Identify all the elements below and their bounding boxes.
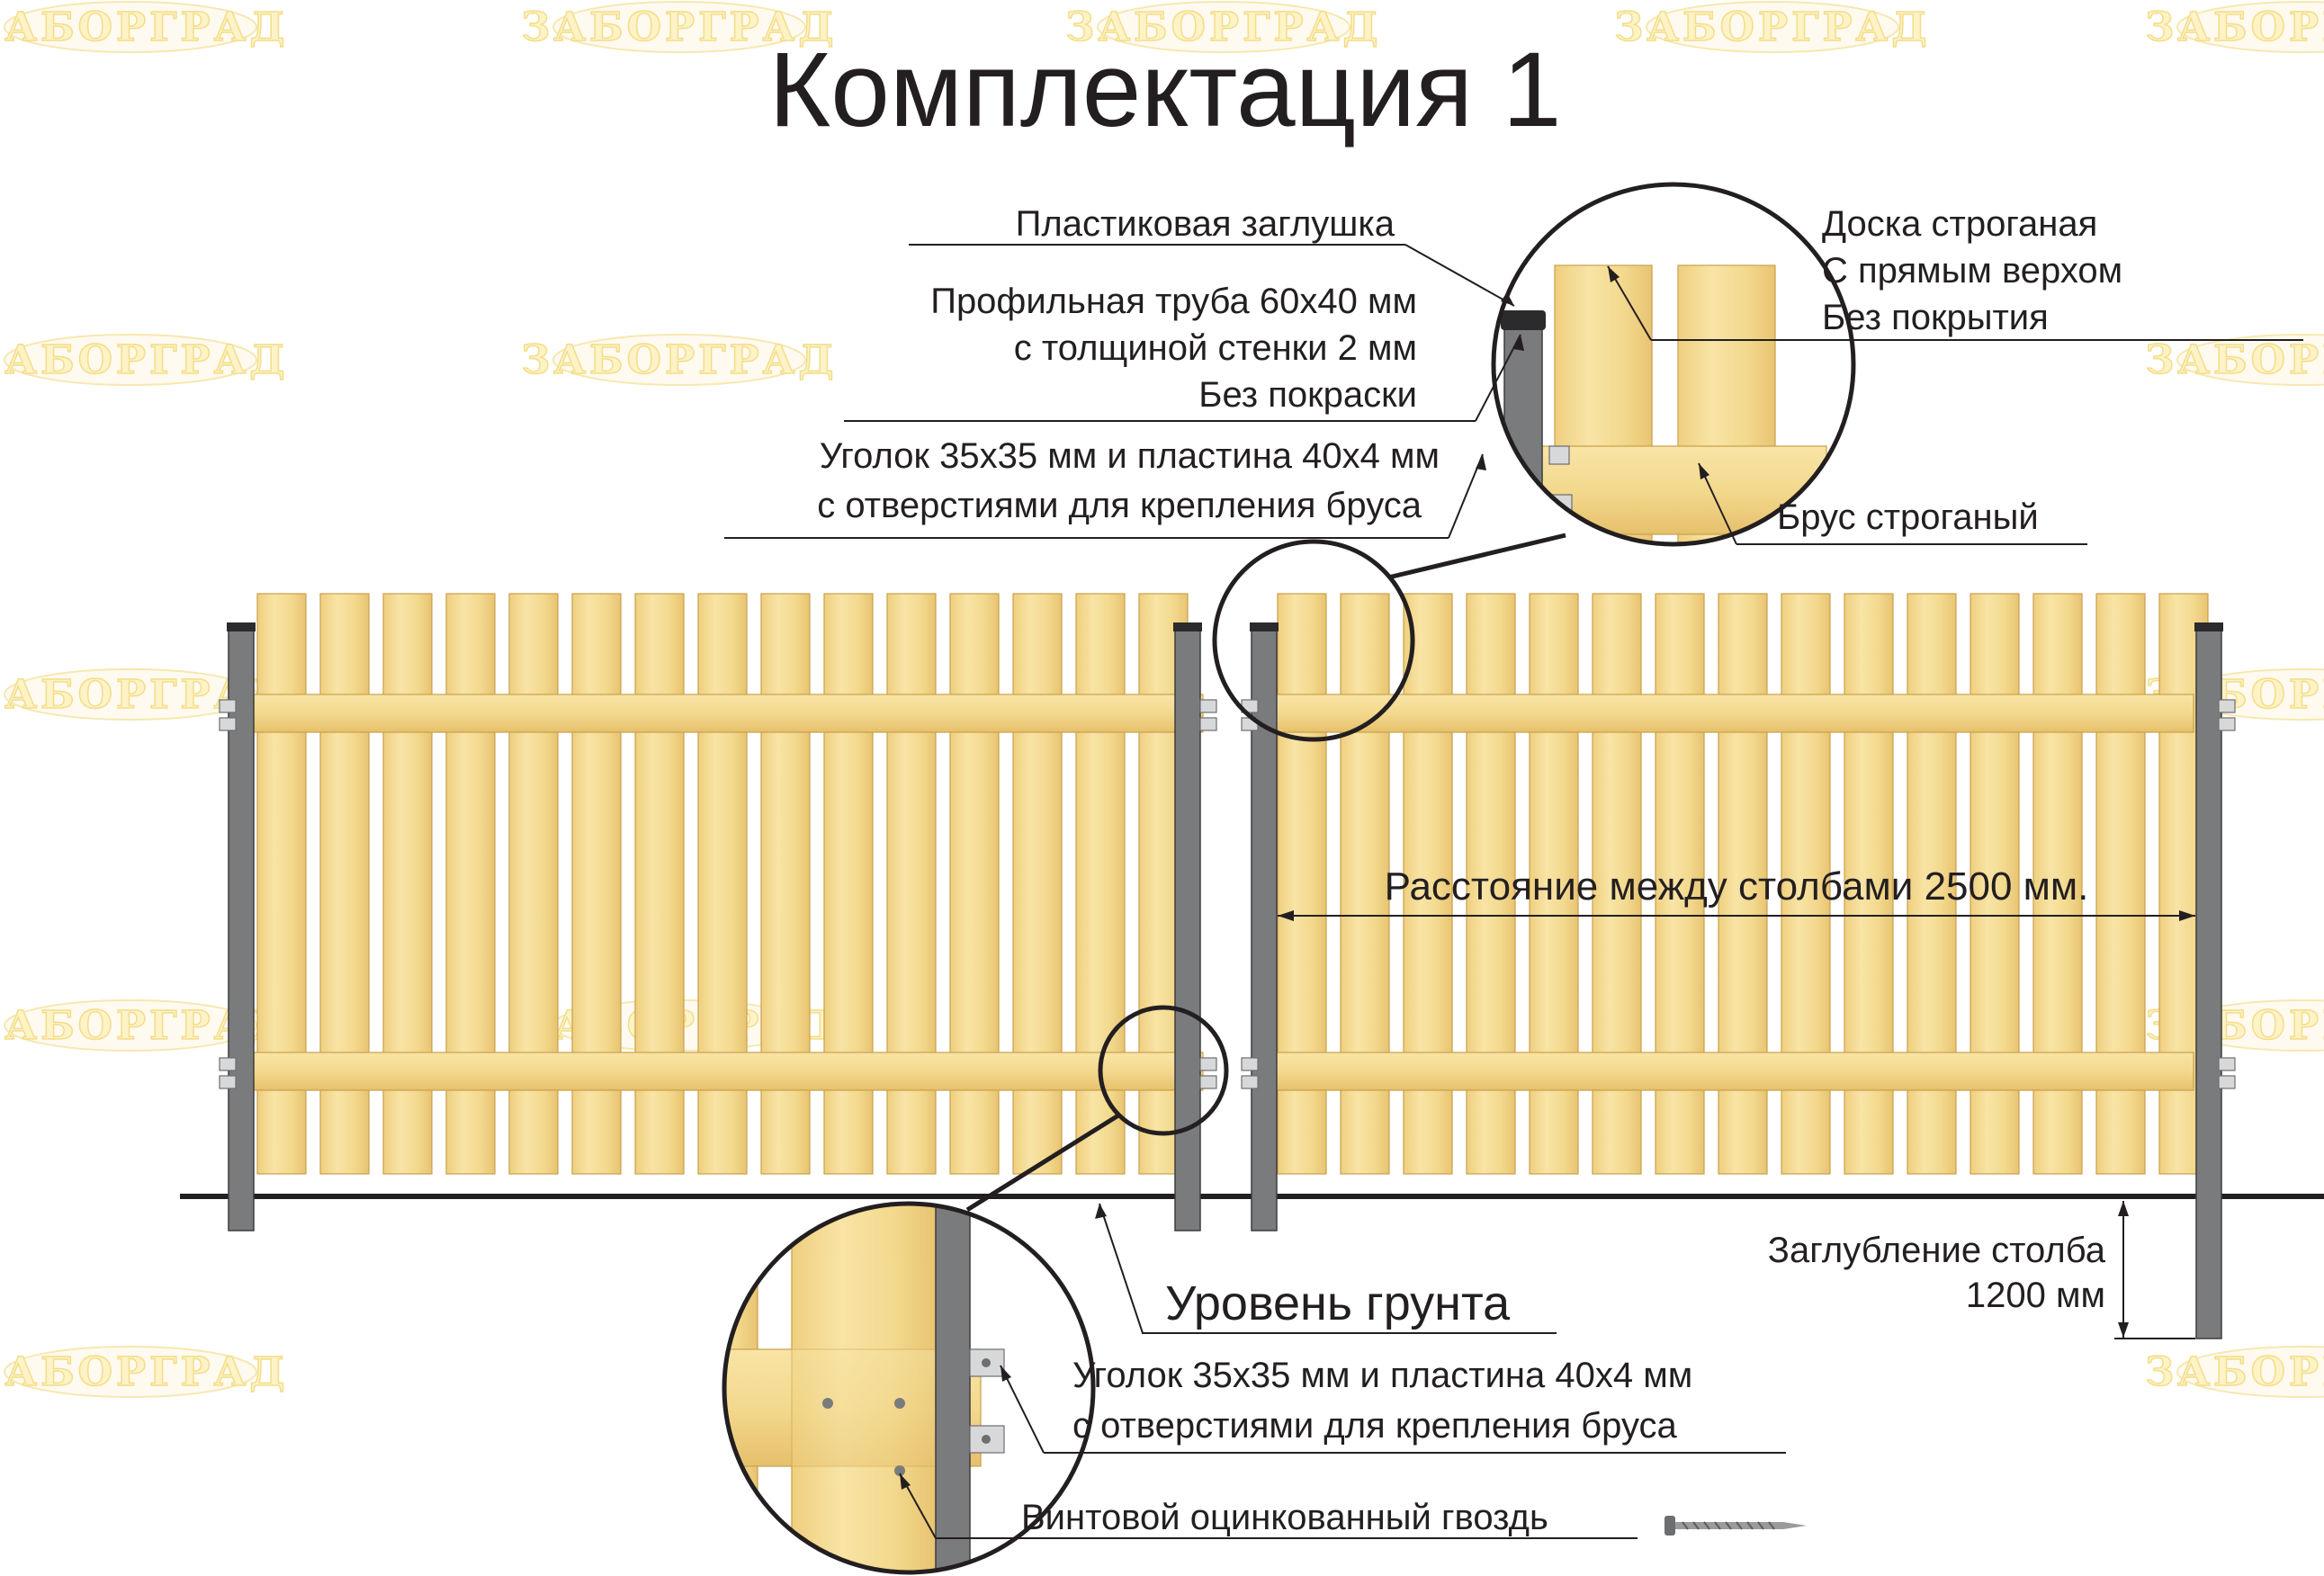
post bbox=[2195, 629, 2222, 1339]
rail-bracket bbox=[1199, 717, 1217, 731]
fence-section-left bbox=[227, 593, 1204, 1231]
watermark: ЗАБОРГРАД bbox=[0, 334, 289, 386]
bracket-top-label-line2: с отверстиями для крепления бруса bbox=[817, 486, 1422, 525]
detail-marker-top bbox=[1212, 539, 1415, 742]
ground-label: Уровень грунта bbox=[1165, 1276, 1511, 1330]
watermark: ЗАБОРГРАД bbox=[2145, 1346, 2324, 1398]
bracket-bottom-callout: Уголок 35х35 мм и пластина 40х4 мм с отв… bbox=[1000, 1356, 1786, 1454]
rail-bottom-left bbox=[238, 1052, 1204, 1091]
pipe-label-line1: Профильная труба 60х40 мм bbox=[930, 282, 1417, 321]
rail-bracket bbox=[2218, 717, 2236, 731]
page-title: Комплектация 1 bbox=[769, 31, 1562, 149]
watermark: ЗАБОРГРАД bbox=[1065, 1, 1381, 53]
rail-top-left bbox=[238, 694, 1204, 733]
pipe-label-line2: с толщиной стенки 2 мм bbox=[1014, 328, 1417, 368]
detail-marker-bottom bbox=[1098, 1005, 1229, 1136]
svg-text:ЗАБОРГРАД: ЗАБОРГРАД bbox=[1614, 4, 1930, 50]
board-callout: Доска строганая С прямым верхом Без покр… bbox=[1607, 204, 2303, 341]
depth-label-line2: 1200 мм bbox=[1966, 1276, 2105, 1315]
rail-bracket bbox=[219, 717, 237, 731]
bracket-top-callout: Уголок 35х35 мм и пластина 40х4 мм с отв… bbox=[724, 436, 1486, 539]
rail-bracket bbox=[1241, 1057, 1259, 1071]
ground-callout: Уровень грунта bbox=[1095, 1203, 1557, 1334]
rail-top-right bbox=[1266, 694, 2194, 733]
rail-bracket bbox=[1241, 1075, 1259, 1089]
rail-bracket bbox=[219, 1057, 237, 1071]
nail-icon bbox=[1664, 1516, 1807, 1536]
svg-text:ЗАБОРГРАД: ЗАБОРГРАД bbox=[0, 1349, 289, 1395]
svg-text:ЗАБОРГРАД: ЗАБОРГРАД bbox=[2145, 337, 2324, 383]
watermark: ЗАБОРГРАД bbox=[521, 1, 837, 53]
nail-label: Винтовой оцинкованный гвоздь bbox=[1021, 1498, 1548, 1537]
rail-bracket bbox=[2218, 1057, 2236, 1071]
rail-bracket bbox=[1199, 1075, 1217, 1089]
watermark: ЗАБОРГРАД bbox=[0, 1, 289, 53]
rail-bracket bbox=[1199, 1057, 1217, 1071]
rail-label: Брус строганый bbox=[1777, 497, 2039, 537]
board-label-line1: Доска строганая bbox=[1822, 204, 2097, 244]
post-cap bbox=[1173, 622, 1202, 631]
distance-dimension: Расстояние между столбами 2500 мм. bbox=[1278, 864, 2195, 921]
nail-callout: Винтовой оцинкованный гвоздь bbox=[899, 1473, 1807, 1539]
connector-bottom bbox=[965, 1113, 1120, 1213]
distance-label: Расстояние между столбами 2500 мм. bbox=[1385, 864, 2089, 909]
pipe-callout: Профильная труба 60х40 мм с толщиной сте… bbox=[844, 282, 1524, 422]
watermark: ЗАБОРГРАД bbox=[2145, 334, 2324, 386]
svg-text:ЗАБОРГРАД: ЗАБОРГРАД bbox=[1065, 4, 1381, 50]
rail-bracket bbox=[2218, 699, 2236, 713]
svg-text:ЗАБОРГРАД: ЗАБОРГРАД bbox=[2145, 4, 2324, 50]
watermark: ЗАБОРГРАД bbox=[0, 1346, 289, 1398]
post-cap bbox=[227, 622, 256, 631]
board-label-line3: Без покрытия bbox=[1822, 298, 2049, 337]
rail-bracket bbox=[219, 699, 237, 713]
svg-text:ЗАБОРГРАД: ЗАБОРГРАД bbox=[521, 337, 837, 383]
depth-label-line1: Заглубление столба bbox=[1768, 1231, 2106, 1270]
connector-top bbox=[1387, 533, 1566, 580]
rail-bottom-right bbox=[1266, 1052, 2194, 1091]
svg-text:ЗАБОРГРАД: ЗАБОРГРАД bbox=[2145, 1349, 2324, 1395]
rail-bracket bbox=[1199, 699, 1217, 713]
bracket-bottom-label-line1: Уголок 35х35 мм и пластина 40х4 мм bbox=[1072, 1356, 1692, 1395]
rail-bracket bbox=[2218, 1075, 2236, 1089]
pipe-label-line3: Без покраски bbox=[1198, 375, 1417, 415]
watermark: ЗАБОРГРАД bbox=[521, 334, 837, 386]
depth-dimension: Заглубление столба 1200 мм bbox=[1768, 1201, 2195, 1339]
svg-text:ЗАБОРГРАД: ЗАБОРГРАД bbox=[0, 337, 289, 383]
svg-text:ЗАБОРГРАД: ЗАБОРГРАД bbox=[521, 4, 837, 50]
board-label-line2: С прямым верхом bbox=[1822, 251, 2122, 291]
cap-callout: Пластиковая заглушка bbox=[909, 204, 1515, 307]
rail-bracket bbox=[219, 1075, 237, 1089]
watermark: ЗАБОРГРАД bbox=[1614, 1, 1930, 53]
bracket-bottom-label-line2: с отверстиями для крепления бруса bbox=[1072, 1406, 1678, 1446]
watermark: ЗАБОРГРАД bbox=[2145, 1, 2324, 53]
fence-section-right bbox=[1250, 593, 2223, 1339]
rail-callout: Брус строганый bbox=[1698, 462, 2087, 545]
post bbox=[1174, 629, 1201, 1231]
post-cap bbox=[2194, 622, 2223, 631]
post-cap bbox=[1250, 622, 1279, 631]
bracket-top-label-line1: Уголок 35х35 мм и пластина 40х4 мм bbox=[820, 436, 1440, 476]
cap-label: Пластиковая заглушка bbox=[1016, 204, 1395, 244]
svg-text:ЗАБОРГРАД: ЗАБОРГРАД bbox=[0, 4, 289, 50]
